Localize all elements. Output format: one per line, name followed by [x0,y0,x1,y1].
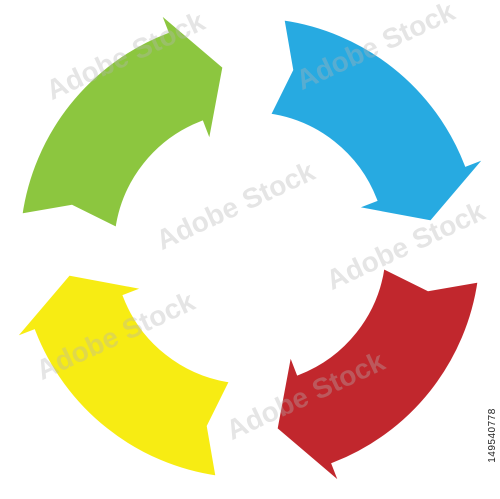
red-arrow-shape [273,263,483,488]
cycle-arrows [10,8,490,488]
blue-arrow [265,15,490,225]
red-arrow [273,263,483,488]
yellow-arrow [10,271,235,481]
yellow-arrow-shape [10,271,235,481]
stock-id-text: 149540778 [486,407,498,463]
green-arrow [17,8,227,233]
stock-id-label: 149540778 [486,380,498,490]
blue-arrow-shape [265,15,490,225]
green-arrow-shape [17,8,227,233]
